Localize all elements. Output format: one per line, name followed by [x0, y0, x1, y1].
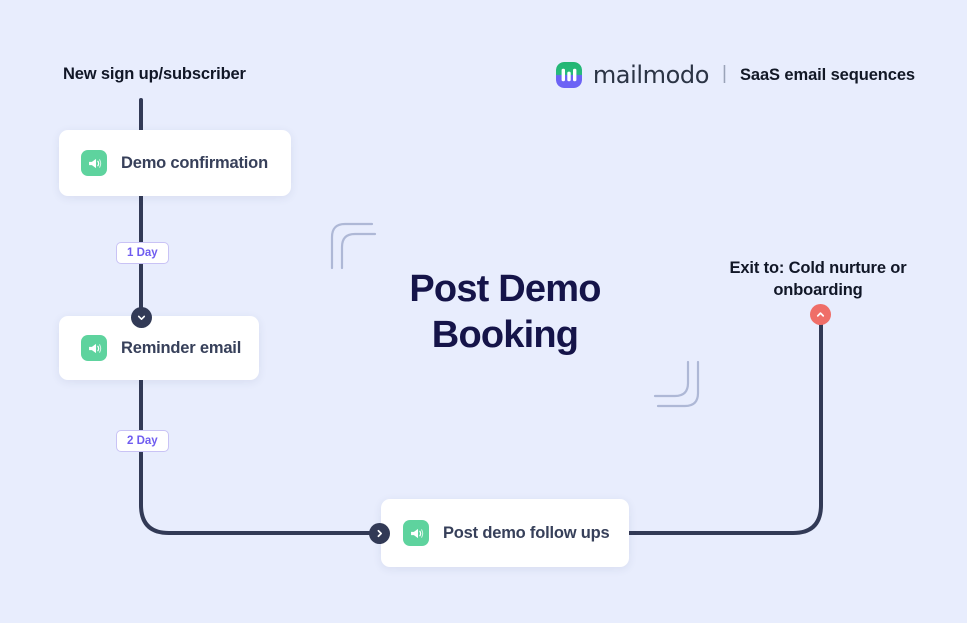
delay-badge-2[interactable]: 2 Day	[116, 430, 169, 452]
node-card-post-demo-follow-ups[interactable]: Post demo follow ups	[381, 499, 629, 567]
node-label: Demo confirmation	[121, 153, 268, 172]
exit-label: Exit to: Cold nurture or onboarding	[729, 259, 907, 299]
chevron-down-icon[interactable]	[131, 307, 152, 328]
node-card-demo-confirmation[interactable]: Demo confirmation	[59, 130, 291, 196]
page-title: Post Demo Booking	[409, 268, 601, 356]
brand-wordmark: mailmodo	[592, 61, 710, 89]
node-card-reminder-email[interactable]: Reminder email	[59, 316, 259, 380]
connector-card3-exit	[627, 320, 823, 535]
megaphone-icon	[81, 150, 107, 176]
megaphone-icon	[403, 520, 429, 546]
brand-tagline: SaaS email sequences	[739, 65, 915, 84]
brand-header: mailmodo | SaaS email sequences	[555, 60, 915, 90]
mailmodo-logo-icon	[555, 62, 582, 88]
entry-label: New sign up/subscriber	[63, 65, 246, 83]
node-label: Post demo follow ups	[443, 523, 610, 542]
megaphone-icon	[81, 335, 107, 361]
decorative-corner-left	[330, 222, 377, 270]
connector-delay2-card3	[139, 450, 373, 535]
delay-badge-1[interactable]: 1 Day	[116, 242, 169, 264]
chevron-right-icon[interactable]	[369, 523, 390, 544]
chevron-up-icon[interactable]	[810, 304, 831, 325]
decorative-corner-right	[653, 360, 700, 408]
brand-separator: |	[722, 63, 727, 84]
node-label: Reminder email	[121, 338, 242, 357]
